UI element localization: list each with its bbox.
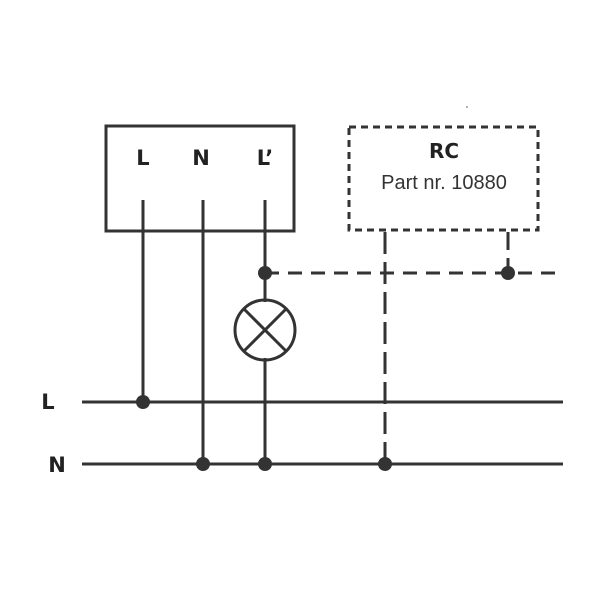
lamp-icon — [233, 298, 297, 362]
speck-mark — [466, 106, 468, 108]
remote-control-title: RC — [429, 139, 459, 163]
neutral-rail-label: N — [48, 453, 66, 477]
junction-neutral-remote — [378, 457, 392, 471]
terminal-label-n: N — [192, 146, 210, 170]
junction-neutral-n — [196, 457, 210, 471]
remote-control-part-number: Part nr. 10880 — [381, 172, 507, 194]
terminal-label-l: L — [136, 146, 149, 170]
remote-control-box — [347, 125, 540, 232]
device-box — [104, 124, 296, 233]
junction-live-l — [136, 395, 150, 409]
junction-remote-control — [501, 266, 515, 280]
junction-switched-control — [258, 266, 272, 280]
terminal-label-l-switched: L’ — [257, 146, 274, 170]
live-rail-label: L — [41, 390, 54, 414]
junction-neutral-lamp — [258, 457, 272, 471]
